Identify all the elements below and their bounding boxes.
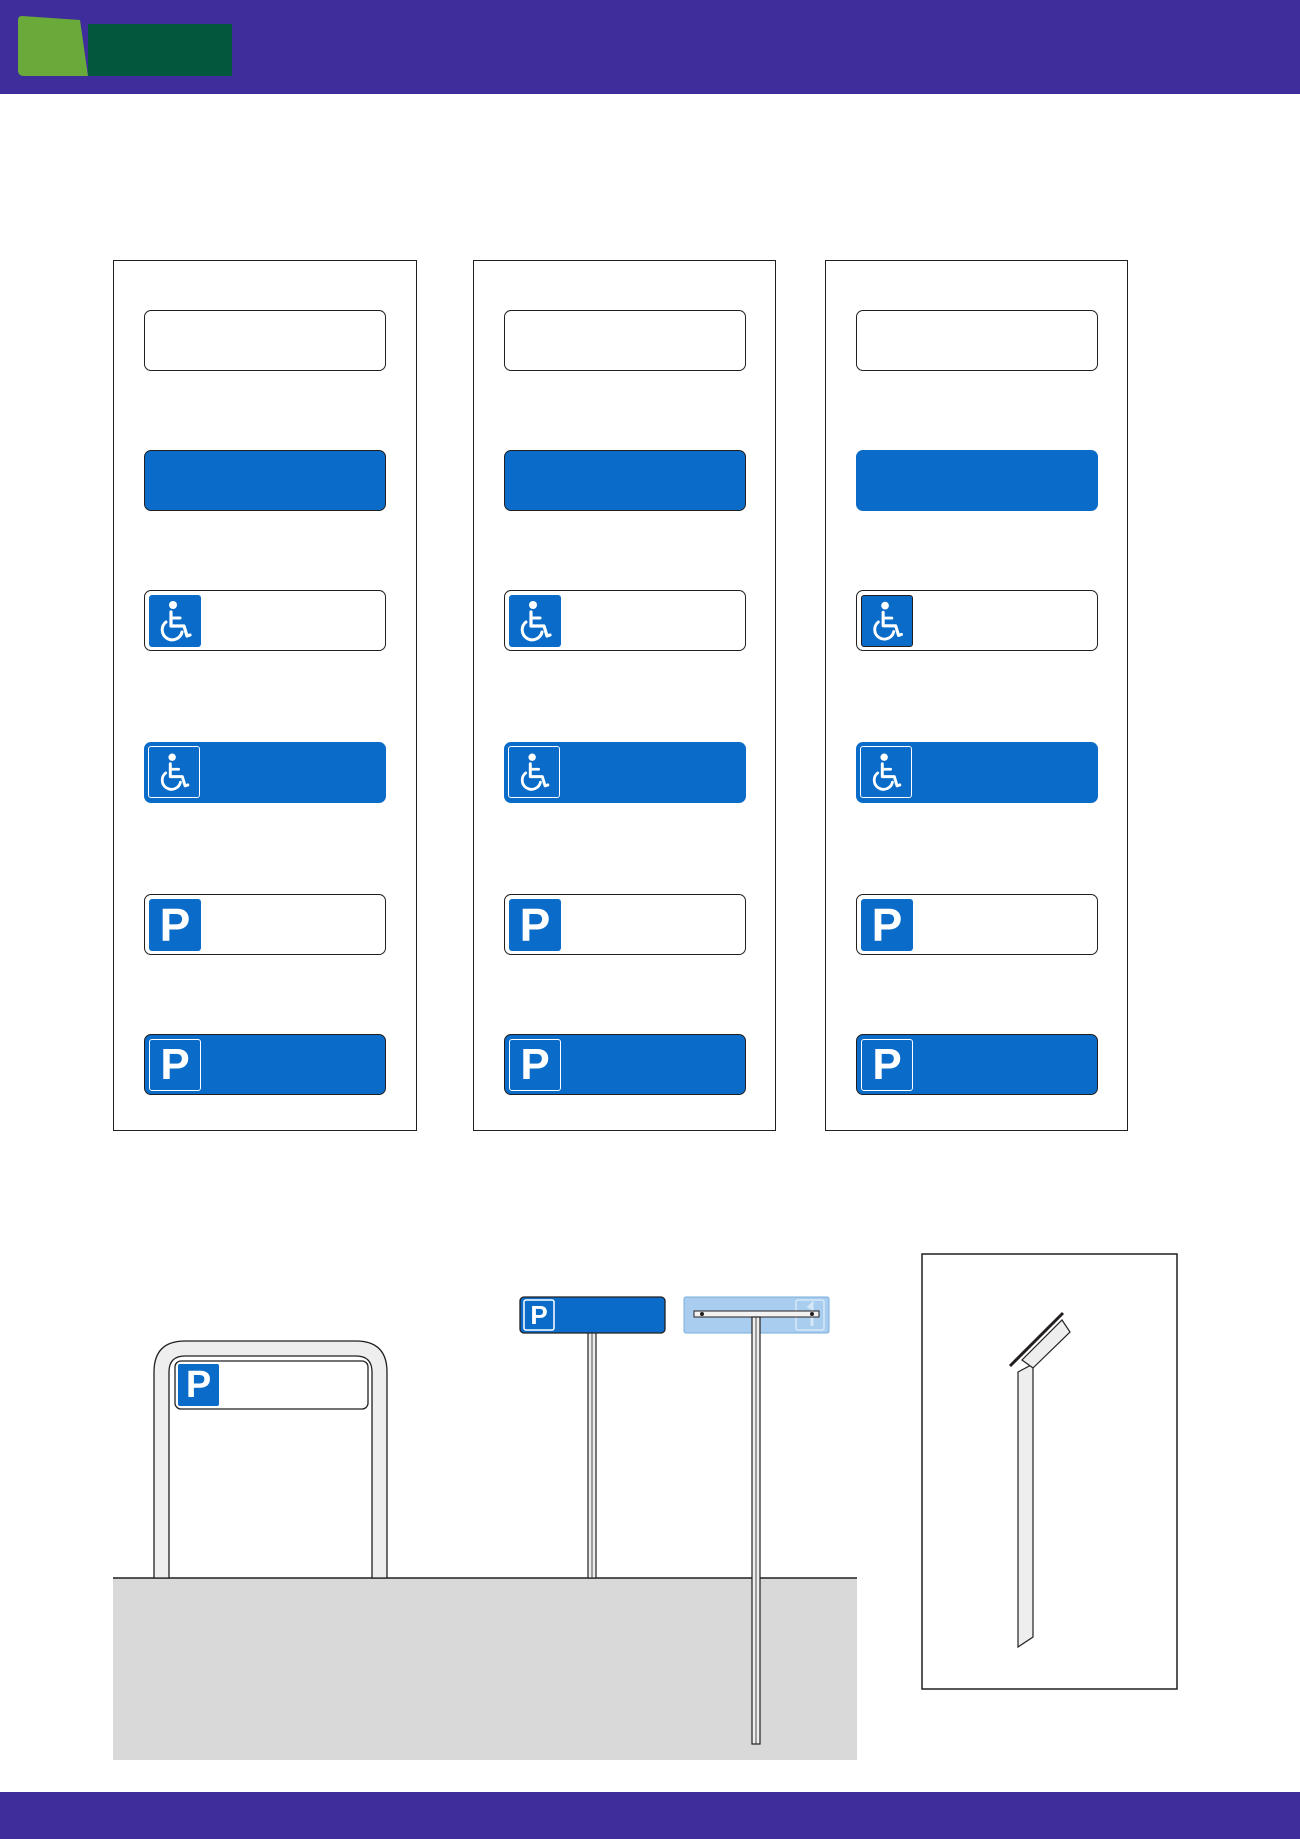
plate-blue-parking: P [504, 1034, 746, 1095]
plate-blue-wheelchair [856, 742, 1098, 803]
wheelchair-icon [509, 595, 561, 647]
parking-icon: P [149, 1039, 201, 1091]
plate-white-blank [504, 310, 746, 371]
wheelchair-icon [860, 746, 912, 798]
sign-panel-2 [473, 260, 776, 1131]
post-sign-parking-letter: P [530, 1300, 548, 1330]
panel-1-plates: P P [113, 260, 417, 1131]
wheelchair-icon [508, 746, 560, 798]
plate-blue-parking: P [144, 1034, 386, 1095]
parking-icon: P [509, 899, 561, 951]
sign-panel-3 [825, 260, 1128, 1131]
plate-white-wheelchair [144, 590, 386, 651]
post-mounted-sign [519, 1296, 666, 1579]
parking-icon: P [149, 899, 201, 951]
wheelchair-icon [149, 595, 201, 647]
side-view-panel [921, 1253, 1178, 1690]
ground-area [113, 1578, 857, 1760]
parking-icon: P [861, 899, 913, 951]
plate-white-blank [144, 310, 386, 371]
angled-post-side-view [1008, 1311, 1071, 1649]
panel-2-plates: P P [473, 260, 776, 1131]
plate-white-parking: P [144, 894, 386, 955]
footer-bar [0, 1792, 1300, 1839]
plate-white-parking: P [504, 894, 746, 955]
plate-blue-wheelchair [504, 742, 746, 803]
parking-letter: P [159, 899, 191, 951]
parking-icon: P [861, 1039, 913, 1091]
parking-letter: P [872, 1040, 902, 1089]
plate-blue-blank [856, 450, 1098, 511]
parking-letter: P [519, 899, 551, 951]
wheelchair-icon [148, 746, 200, 798]
panel-3-plates: P P [825, 260, 1128, 1131]
parking-letter: P [520, 1040, 550, 1089]
brand-logo [18, 16, 232, 76]
plate-white-blank [856, 310, 1098, 371]
plate-blue-blank [144, 450, 386, 511]
sign-back-view [683, 1296, 830, 1745]
parking-icon: P [509, 1039, 561, 1091]
parking-letter: P [160, 1040, 190, 1089]
plate-white-wheelchair [856, 590, 1098, 651]
plate-blue-blank [504, 450, 746, 511]
plate-blue-parking: P [856, 1034, 1098, 1095]
wheelchair-icon [861, 595, 913, 647]
plate-blue-wheelchair [144, 742, 386, 803]
plate-white-wheelchair [504, 590, 746, 651]
sign-panel-1 [113, 260, 417, 1131]
frame-sign-parking-letter: P [185, 1364, 212, 1406]
parking-letter: P [871, 899, 903, 951]
plate-white-parking: P [856, 894, 1098, 955]
